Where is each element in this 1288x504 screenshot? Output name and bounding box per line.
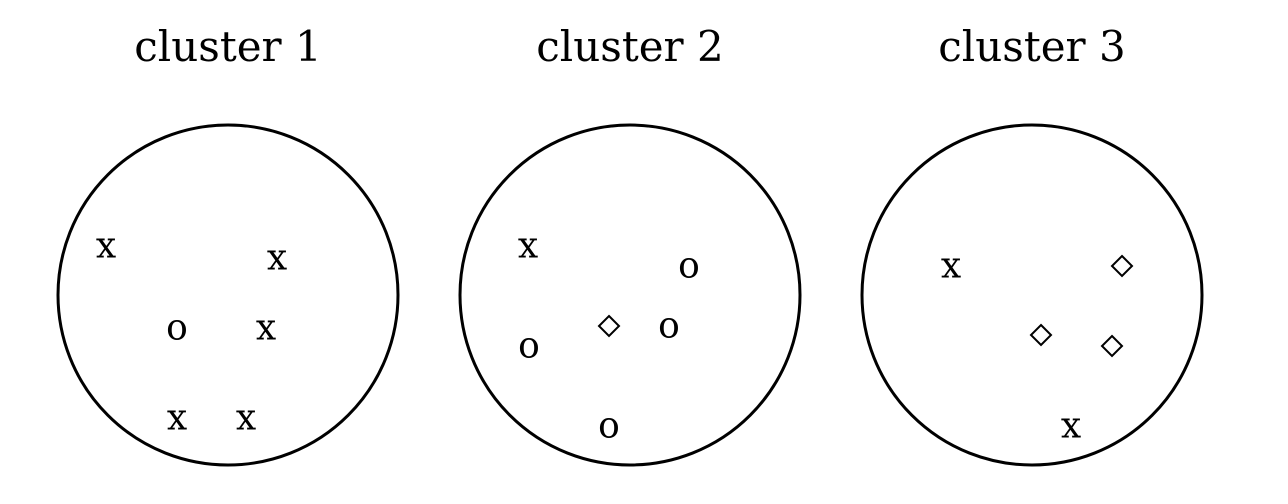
diamond-marker bbox=[597, 314, 621, 338]
cluster-boundary-circle bbox=[860, 123, 1204, 467]
cluster-plot: xx bbox=[860, 123, 1204, 467]
cluster-boundary-circle bbox=[56, 123, 400, 467]
circle-marker: o bbox=[658, 306, 680, 347]
cross-marker: x bbox=[1061, 406, 1081, 447]
circle-marker: o bbox=[598, 406, 620, 447]
cross-marker: x bbox=[256, 308, 276, 349]
diamond-marker bbox=[1029, 323, 1053, 347]
cross-marker: x bbox=[236, 398, 256, 439]
cross-marker: x bbox=[167, 398, 187, 439]
circle-marker: o bbox=[166, 308, 188, 349]
diamond-marker bbox=[1110, 254, 1134, 278]
diamond-marker bbox=[1100, 334, 1124, 358]
cross-marker: x bbox=[941, 246, 961, 287]
cross-marker: x bbox=[96, 226, 116, 267]
cross-marker: x bbox=[267, 238, 287, 279]
cluster-title: cluster 2 bbox=[536, 22, 724, 71]
circle-marker: o bbox=[678, 246, 700, 287]
cluster-title: cluster 1 bbox=[134, 22, 322, 71]
cross-marker: x bbox=[518, 226, 538, 267]
cluster-title: cluster 3 bbox=[938, 22, 1126, 71]
circle-marker: o bbox=[518, 326, 540, 367]
cluster-boundary-circle bbox=[458, 123, 802, 467]
